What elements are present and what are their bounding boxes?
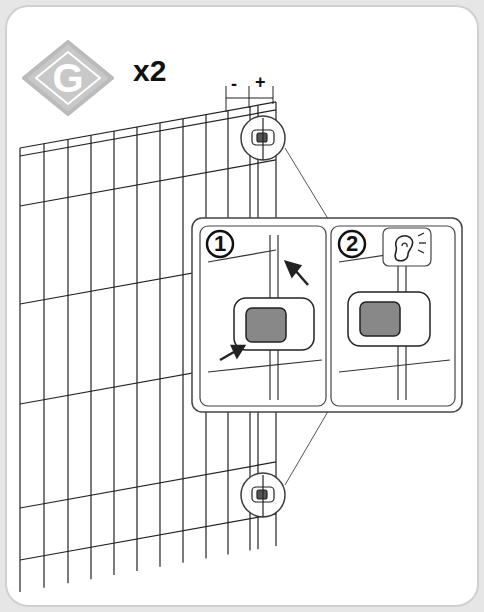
step-badge: G [22, 40, 114, 116]
detail-inset [192, 218, 462, 412]
quantity: x2 [133, 54, 166, 88]
node-text: 2 [346, 231, 358, 257]
mesh-panel [20, 102, 276, 592]
step-number: 1 [205, 229, 235, 259]
step-number: 2 [337, 229, 367, 259]
plus-mark: + [255, 72, 266, 93]
node-text: G [52, 56, 83, 101]
node-text: 1 [214, 231, 226, 257]
panel-background [6, 6, 478, 606]
minus-mark: - [231, 74, 237, 95]
